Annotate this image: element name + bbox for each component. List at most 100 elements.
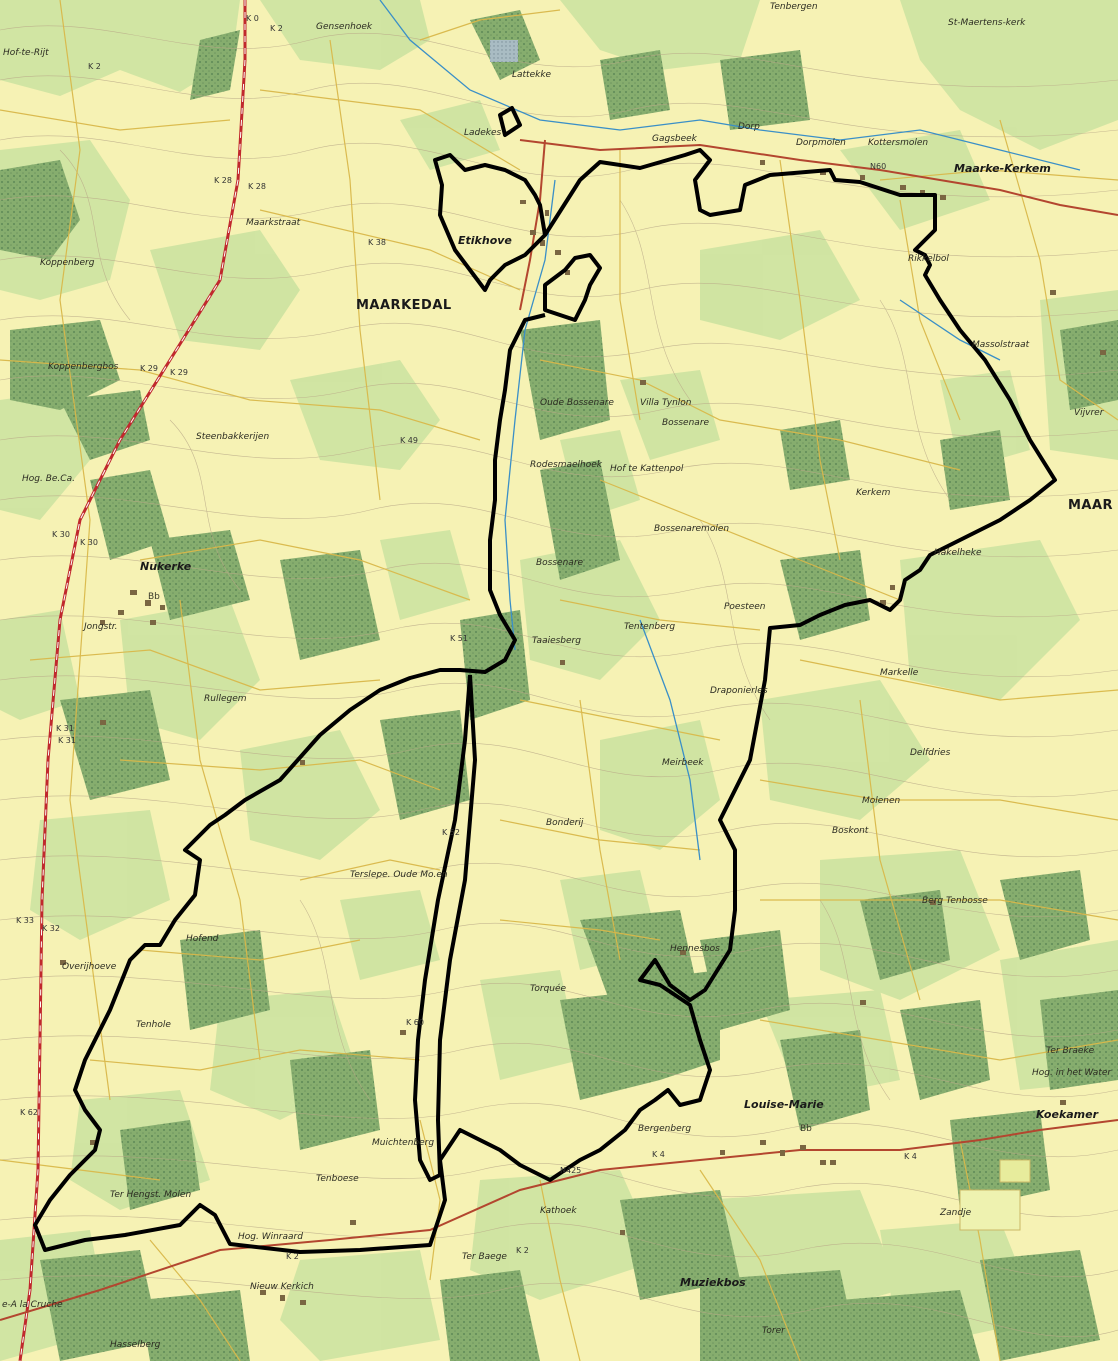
place-label: e-A la Cruche <box>2 1300 63 1310</box>
place-label: Delfdries <box>910 748 951 758</box>
place-label: Ter Braeke <box>1046 1046 1095 1056</box>
road-label: K 62 <box>20 1108 38 1117</box>
place-label: Draponierles <box>710 686 768 696</box>
village-label-muziekbos: Muziekbos <box>680 1276 746 1289</box>
municipality-label-maarkedal: MAARKEDAL <box>356 298 452 313</box>
place-label: Maarkstraat <box>246 218 301 228</box>
place-label: Bergenberg <box>638 1124 692 1134</box>
place-label: Bossenaremolen <box>654 524 730 534</box>
road-label: K 33 <box>16 916 34 925</box>
place-label: Rullegem <box>204 694 247 704</box>
place-label: Tenboese <box>316 1174 359 1184</box>
place-label: Rodesmaelhoek <box>530 460 602 470</box>
place-label: Tentenberg <box>624 622 676 632</box>
municipality-label-maar: MAAR <box>1068 498 1114 513</box>
study-area-boundary <box>33 106 1057 1254</box>
place-label: Berg Tenbosse <box>922 896 988 906</box>
road-label: K 31 <box>58 736 76 745</box>
boundary-etikhove <box>433 153 547 292</box>
road-label: K 2 <box>516 1246 529 1255</box>
place-label: Tenhole <box>136 1020 171 1030</box>
place-label: Jongstr. <box>84 622 118 632</box>
pond <box>959 1189 1021 1231</box>
road-label: K 4 <box>904 1152 917 1161</box>
place-label: Hof te Kattenpol <box>610 464 684 474</box>
road-label: K 2 <box>270 24 283 33</box>
road-label: K 29 <box>140 364 158 373</box>
place-label: Lattekke <box>512 70 552 80</box>
place-label: St-Maertens-kerk <box>948 18 1026 28</box>
place-label: Gagsbeek <box>652 134 697 144</box>
place-label: Bossenare <box>662 418 710 428</box>
place-label: Hog. in het Water <box>1032 1068 1112 1078</box>
railway-line <box>18 0 247 1361</box>
place-label: Molenen <box>862 796 901 806</box>
place-label: Koppenberg <box>40 258 95 268</box>
road-label: K 32 <box>42 924 60 933</box>
place-label: Hog. Be.Ca. <box>22 474 75 484</box>
road-label: K 52 <box>442 828 460 837</box>
place-label: Torer <box>762 1326 785 1336</box>
road-label: K 2 <box>88 62 101 71</box>
place-label: Meirbeek <box>662 758 704 768</box>
settlements <box>60 160 1106 1305</box>
village-label-maarke-kerkem: Maarke-Kerkem <box>954 162 1051 175</box>
village-label-koekamer: Koekamer <box>1036 1108 1099 1121</box>
place-label: Taaiesberg <box>532 636 581 646</box>
water-courses <box>379 0 1081 861</box>
place-label: Rikkelbol <box>908 254 949 264</box>
place-label: Muichtenberg <box>372 1138 435 1148</box>
road-label: N60 <box>870 162 887 171</box>
place-label: Nieuw Kerkich <box>250 1282 314 1292</box>
place-label: Massolstraat <box>972 340 1030 350</box>
road-label: K 38 <box>368 238 386 247</box>
place-label: Vijvrer <box>1074 408 1104 418</box>
road-label: K 60 <box>406 1018 424 1027</box>
place-label: Ladekes <box>464 128 502 138</box>
road-label: K 29 <box>170 368 188 377</box>
place-label: Bb <box>148 592 160 602</box>
place-label: Villa Tynlon <box>640 398 692 408</box>
place-label: Tenbergen <box>770 2 818 12</box>
place-label: Hof-te-Rijt <box>3 48 49 58</box>
place-label: Steenbakkerijen <box>196 432 270 442</box>
place-label: Hasselberg <box>110 1340 161 1350</box>
place-label: Hennesbos <box>670 944 720 954</box>
place-label: Terslepe. Oude Mo.en <box>350 870 448 880</box>
village-label-nukerke: Nukerke <box>140 560 192 573</box>
place-label: Koppenbergbos <box>48 362 119 372</box>
place-label: Hofend <box>186 934 219 944</box>
road-label: K 49 <box>400 436 418 445</box>
place-label: Ter Hengst. Molen <box>110 1190 192 1200</box>
place-label: Dorp <box>738 122 760 132</box>
place-label: Bonderij <box>546 818 584 828</box>
road-label: K 30 <box>52 530 70 539</box>
place-label: Ter Baege <box>462 1252 507 1262</box>
boundary-center-blocks <box>543 253 602 322</box>
road-label: K 0 <box>246 14 259 23</box>
place-label: Bb <box>800 1124 812 1134</box>
village-label-louise-marie: Louise-Marie <box>744 1098 824 1111</box>
road-label: K 51 <box>450 634 468 643</box>
quarry <box>490 40 518 62</box>
place-label: Zandje <box>940 1208 972 1218</box>
village-label-etikhove: Etikhove <box>458 234 512 247</box>
road-label: K 31 <box>56 724 74 733</box>
place-label: Hakelheke <box>934 548 982 558</box>
place-label: Kathoek <box>540 1206 577 1216</box>
boundary-etikhove-north <box>498 106 522 137</box>
place-label: Markelle <box>880 668 919 678</box>
boundary-corridor <box>413 674 477 1182</box>
road-label: K 2 <box>286 1252 299 1261</box>
place-label: Poesteen <box>724 602 766 612</box>
boundary-main <box>33 148 1057 1254</box>
place-label: Boskont <box>832 826 869 836</box>
place-label: Kerkem <box>856 488 891 498</box>
forest-layer <box>0 10 1118 1361</box>
place-label: Gensenhoek <box>316 22 373 32</box>
place-label: Oude Bossenare <box>540 398 614 408</box>
place-label: Torquée <box>530 984 567 994</box>
